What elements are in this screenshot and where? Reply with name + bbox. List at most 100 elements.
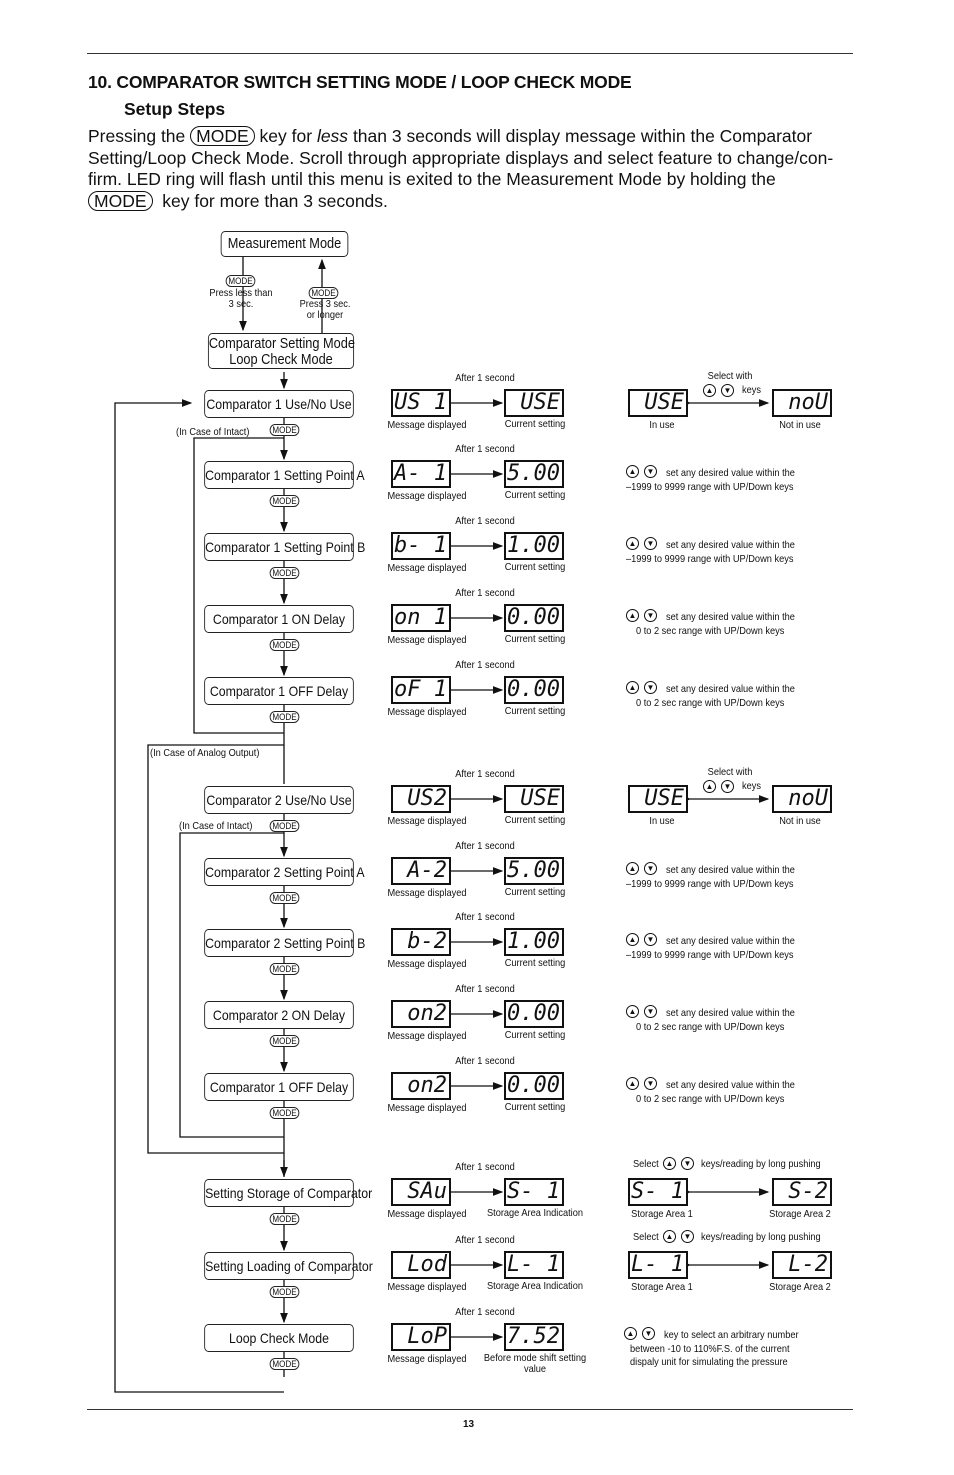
up-key-icon: ▲ — [703, 384, 716, 397]
current-display: 7.52 — [504, 1323, 564, 1351]
note-line: set any desired value within the — [666, 683, 795, 695]
down-key-icon: ▼ — [644, 1077, 657, 1090]
note-line: –1999 to 9999 range with UP/Down keys — [626, 481, 794, 493]
note-line: set any desired value within the — [666, 935, 795, 947]
note-line: 0 to 2 sec range with UP/Down keys — [636, 697, 785, 709]
note-line: –1999 to 9999 range with UP/Down keys — [626, 878, 794, 890]
note-line: set any desired value within the — [666, 864, 795, 876]
after-label: After 1 second — [455, 372, 515, 384]
message-label: Message displayed — [387, 1030, 467, 1042]
note-line: 0 to 2 sec range with UP/Down keys — [636, 625, 785, 637]
area2-label: Storage Area 2 — [769, 1281, 831, 1293]
intro-paragraph: Pressing the MODE key for less than 3 se… — [88, 126, 858, 212]
step-box: Comparator 1 OFF Delay — [204, 1073, 354, 1101]
current-label: Current setting — [504, 561, 566, 573]
down-key-icon: ▼ — [644, 1005, 657, 1018]
use-display: USE — [628, 785, 688, 813]
message-label: Message displayed — [387, 562, 467, 574]
step-box: Comparator 2 ON Delay — [204, 1001, 354, 1029]
message-display: LoP — [391, 1323, 451, 1351]
message-label: Message displayed — [387, 1353, 467, 1365]
intact-label: (In Case of Intact) — [176, 426, 250, 438]
step-box: Loop Check Mode — [204, 1324, 354, 1352]
mode-key-icon: MODE — [269, 1035, 300, 1047]
measurement-mode-box: Measurement Mode — [220, 231, 349, 257]
up-key-icon: ▲ — [626, 862, 639, 875]
down-key-icon: ▼ — [644, 537, 657, 550]
up-key-icon: ▲ — [626, 1005, 639, 1018]
step-box: Comparator 1 Setting Point B — [204, 533, 365, 561]
after-label: After 1 second — [455, 1234, 515, 1246]
current-label: Current setting — [504, 814, 566, 826]
nou-display: noU — [772, 389, 832, 417]
note-line: set any desired value within the — [666, 467, 795, 479]
message-display: A- 1 — [391, 460, 451, 488]
up-key-icon: ▲ — [626, 933, 639, 946]
current-label: Current setting — [504, 489, 566, 501]
current-display: USE — [504, 389, 564, 417]
message-display: US2 — [391, 785, 451, 813]
mode-key-icon: MODE — [269, 1213, 300, 1225]
subheading: Setup Steps — [124, 99, 226, 119]
step-box: Setting Loading of Comparator — [204, 1252, 373, 1280]
message-display: A-2 — [391, 857, 451, 885]
after-label: After 1 second — [455, 840, 515, 852]
select-with-label: Select with — [707, 370, 753, 382]
message-display: oF 1 — [391, 676, 451, 704]
analog-output-label: (In Case of Analog Output) — [150, 747, 260, 759]
message-label: Message displayed — [387, 815, 467, 827]
intact-label: (In Case of Intact) — [179, 820, 253, 832]
current-label: Storage Area Indication — [486, 1207, 584, 1219]
up-key-icon: ▲ — [626, 1077, 639, 1090]
current-display: S- 1 — [504, 1178, 564, 1206]
press-more-label: Press 3 sec. or longer — [299, 298, 351, 321]
mode-key-icon: MODE — [269, 495, 300, 507]
message-label: Message displayed — [387, 1281, 467, 1293]
area2-display: S-2 — [772, 1178, 832, 1206]
note-line: key to select an arbitrary number — [664, 1329, 799, 1341]
step-box: Comparator 1 OFF Delay — [204, 677, 354, 705]
down-key-icon: ▼ — [644, 862, 657, 875]
down-key-icon: ▼ — [681, 1230, 694, 1243]
note-line: set any desired value within the — [666, 611, 795, 623]
area1-display: S- 1 — [628, 1178, 688, 1206]
up-key-icon: ▲ — [703, 780, 716, 793]
current-label: Current setting — [504, 957, 566, 969]
current-label: Current setting — [504, 1029, 566, 1041]
after-label: After 1 second — [455, 515, 515, 527]
mode-key-icon: MODE — [269, 963, 300, 975]
mode-key-icon: MODE — [269, 567, 300, 579]
after-label: After 1 second — [455, 1306, 515, 1318]
down-key-icon: ▼ — [681, 1157, 694, 1170]
up-key-icon: ▲ — [663, 1157, 676, 1170]
current-label: Before mode shift setting value — [483, 1352, 587, 1375]
current-display: 0.00 — [504, 676, 564, 704]
up-key-icon: ▲ — [626, 465, 639, 478]
down-key-icon: ▼ — [644, 933, 657, 946]
nou-display: noU — [772, 785, 832, 813]
step-box: Comparator 2 Setting Point A — [204, 858, 365, 886]
note-line: set any desired value within the — [666, 539, 795, 551]
top-rule — [87, 53, 853, 54]
intro-text: key for — [259, 126, 313, 146]
loop-check-line: Loop Check Mode — [229, 352, 333, 368]
use-display: USE — [628, 389, 688, 417]
mode-key-icon: MODE — [88, 190, 153, 211]
current-display: 1.00 — [504, 532, 564, 560]
note-line: 0 to 2 sec range with UP/Down keys — [636, 1021, 785, 1033]
step-box: Comparator 1 Use/No Use — [204, 390, 354, 418]
up-key-icon: ▲ — [663, 1230, 676, 1243]
note-line: set any desired value within the — [666, 1007, 795, 1019]
message-label: Message displayed — [387, 887, 467, 899]
up-key-icon: ▲ — [626, 681, 639, 694]
keys-long-label: keys/reading by long pushing — [701, 1231, 821, 1243]
mode-key-icon: MODE — [269, 424, 300, 436]
current-label: Current setting — [504, 418, 566, 430]
in-use-label: In use — [649, 815, 675, 827]
page-number: 13 — [463, 1419, 475, 1430]
in-use-label: In use — [649, 419, 675, 431]
step-box: Comparator 1 Setting Point A — [204, 461, 365, 489]
area2-display: L-2 — [772, 1251, 832, 1279]
down-key-icon: ▼ — [721, 780, 734, 793]
select-label: Select — [633, 1158, 659, 1170]
